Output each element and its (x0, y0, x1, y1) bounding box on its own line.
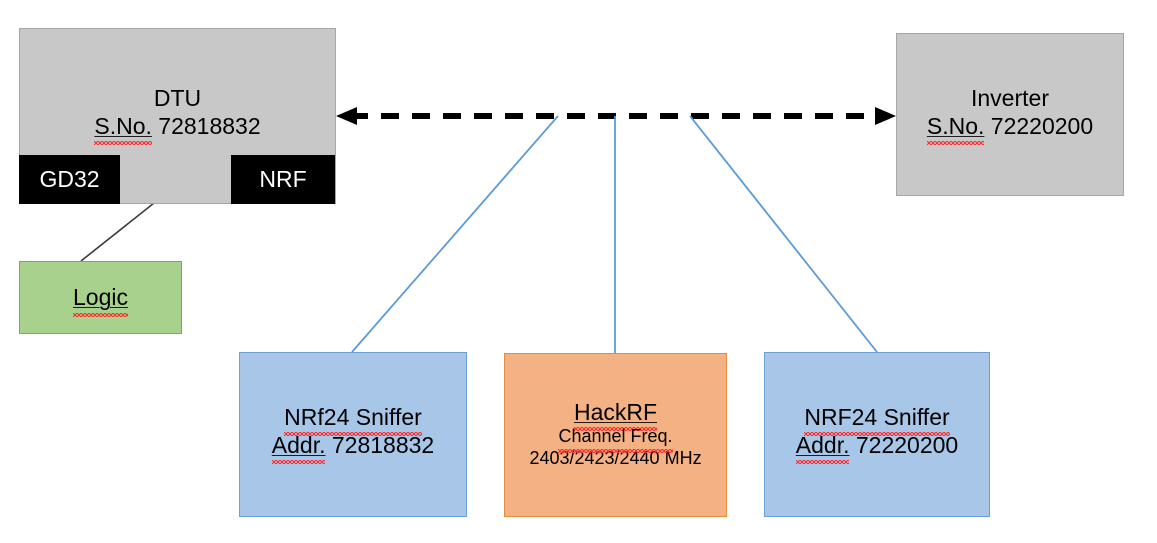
inverter-serial: S.No. 72220200 (926, 112, 1093, 146)
node-gd32[interactable]: GD32 (19, 155, 120, 204)
node-inverter[interactable]: Inverter S.No. 72220200 (896, 33, 1124, 196)
sniffer-left-addr-label: Addr. (271, 432, 326, 465)
node-logic[interactable]: Logic (19, 261, 182, 334)
sniffer-right-addr-value: 72220200 (855, 432, 959, 459)
sniffer-left-address: Addr. 72818832 (271, 431, 434, 465)
dtu-serial: S.No. 72818832 (94, 112, 261, 146)
hackrf-subtitle-text: Channel Freq. (558, 426, 673, 453)
connector-dtu-inverter (336, 107, 896, 125)
dtu-serial-value: 72818832 (158, 113, 261, 140)
dtu-title: DTU (153, 85, 202, 111)
sniffer-left-addr-value-wrap: 72818832 (325, 432, 434, 458)
connector-tap-left (351, 115, 559, 353)
node-sniffer-left[interactable]: NRf24 Sniffer Addr. 72818832 (239, 352, 467, 517)
sniffer-left-title: NRf24 Sniffer (284, 403, 422, 437)
gd32-label: GD32 (39, 166, 100, 193)
node-hackrf[interactable]: HackRF Channel Freq. 2403/2423/2440 MHz (504, 353, 727, 517)
hackrf-title: HackRF (573, 398, 658, 432)
node-sniffer-right[interactable]: NRF24 Sniffer Addr. 72220200 (764, 352, 990, 517)
sniffer-right-addr-value-wrap: 72220200 (849, 432, 958, 458)
sniffer-right-label: NRF24 Sniffer (804, 404, 950, 437)
inverter-serial-value-wrap: 72220200 (984, 113, 1093, 139)
connector-tap-right (689, 115, 878, 353)
dtu-serial-label: S.No. (94, 113, 152, 146)
dtu-serial-value-wrap: 72818832 (152, 113, 261, 140)
logic-label: Logic (73, 284, 128, 317)
sniffer-right-address: Addr. 72220200 (795, 431, 958, 465)
sniffer-left-addr-value: 72818832 (331, 432, 435, 459)
nrf-label: NRF (259, 166, 307, 193)
node-nrf[interactable]: NRF (231, 155, 335, 204)
hackrf-label: HackRF (573, 399, 658, 432)
sniffer-left-label: NRf24 Sniffer (284, 404, 422, 437)
inverter-serial-value: 72220200 (990, 113, 1094, 140)
hackrf-frequencies: 2403/2423/2440 MHz (529, 448, 702, 468)
hackrf-subtitle: Channel Freq. (558, 426, 673, 453)
sniffer-right-addr-label: Addr. (795, 432, 850, 465)
inverter-title: Inverter (971, 85, 1049, 111)
sniffer-right-title: NRF24 Sniffer (804, 403, 950, 437)
inverter-serial-label: S.No. (926, 113, 985, 146)
